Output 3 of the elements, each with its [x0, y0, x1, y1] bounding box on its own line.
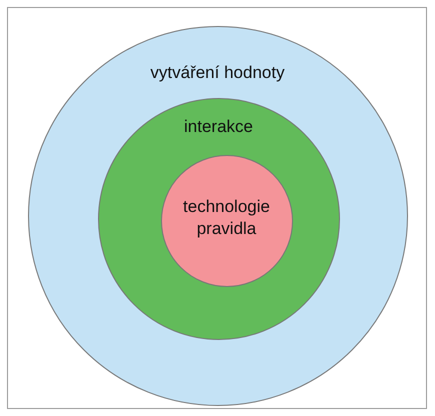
- circle-label: interakce: [183, 116, 254, 138]
- circle-label: vytváření hodnoty: [149, 62, 286, 84]
- circle-label: technologie pravidla: [182, 196, 271, 240]
